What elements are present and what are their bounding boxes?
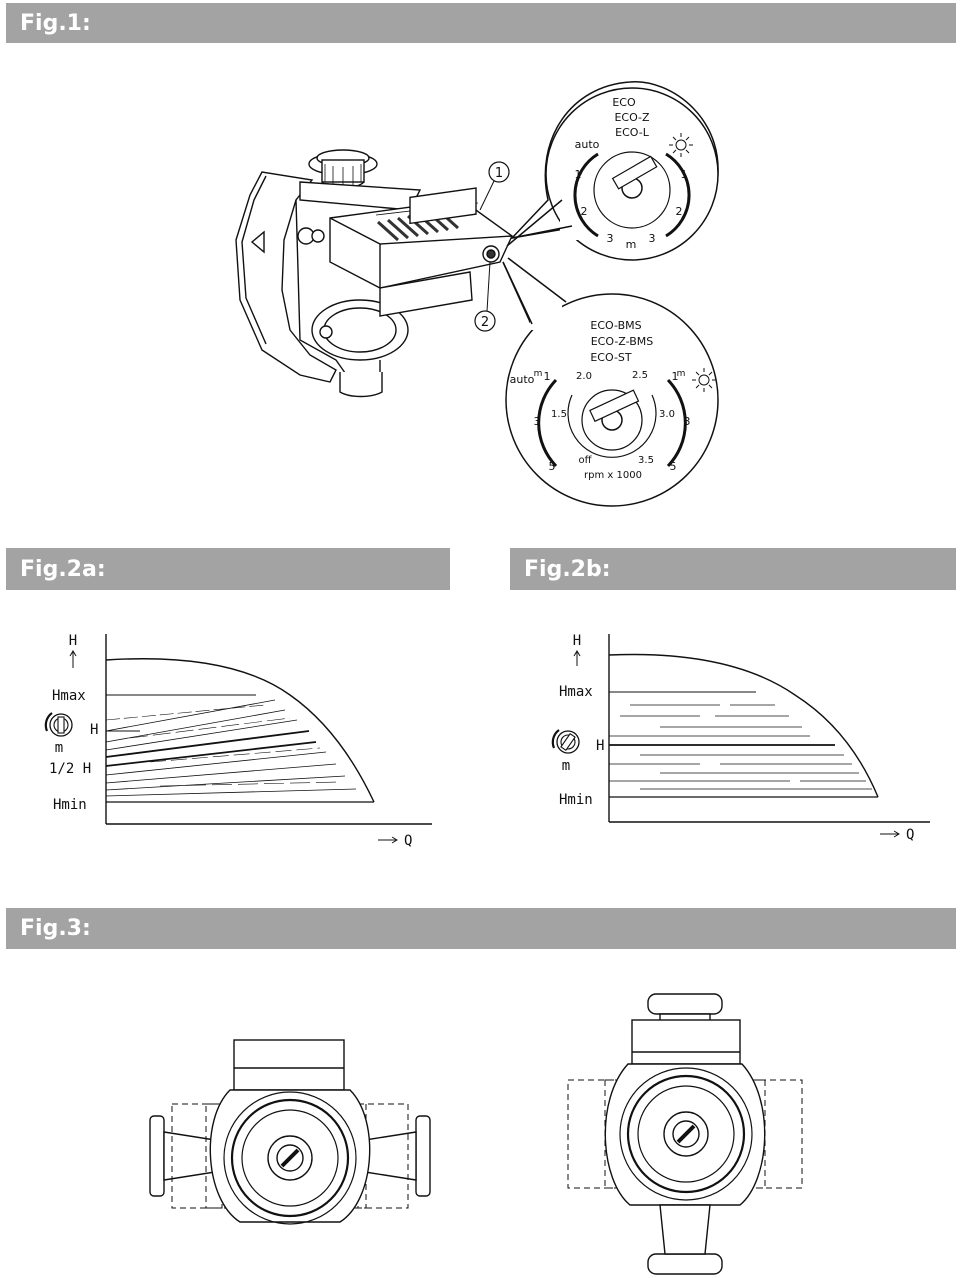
outer-right-3: 3 — [684, 415, 691, 428]
fig2a-title: Fig.2a: — [20, 556, 106, 582]
fig2b-hmax: Hmax — [559, 684, 593, 700]
sun-icon — [669, 133, 693, 157]
m-right: m — [677, 369, 686, 379]
top-left-3: 3 — [607, 232, 614, 245]
outer-left-3: 3 — [534, 415, 541, 428]
fig2a-half-h: 1/2 H — [49, 761, 91, 777]
fig1-banner: Fig.1: — [6, 3, 956, 43]
top-right-3: 3 — [649, 232, 656, 245]
pump-vertical — [567, 993, 803, 1275]
fig2a-hset: H — [90, 722, 98, 738]
top-left-1: 1 — [575, 168, 582, 181]
top-right-1: 1 — [681, 168, 688, 181]
top-left-2: 2 — [581, 205, 588, 218]
dial-top-auto: auto — [575, 138, 600, 151]
fig2b-title: Fig.2b: — [524, 556, 611, 582]
mode-eco: ECO — [612, 96, 636, 109]
rpm-3-5: 3.5 — [638, 455, 654, 466]
rpm-1-5: 1.5 — [551, 409, 567, 420]
outer-right-5: 5 — [670, 460, 677, 473]
fig2a-hmin: Hmin — [53, 797, 87, 813]
mode-eco-bms: ECO-BMS — [590, 319, 641, 332]
callout-1: 1 — [479, 161, 510, 211]
pump-horizontal — [149, 1039, 431, 1225]
dial-bottom: ECO-BMS ECO-Z-BMS ECO-ST auto m m 1 3 5 … — [502, 257, 719, 507]
fig2b-banner: Fig.2b: — [510, 548, 956, 590]
svg-text:1: 1 — [495, 166, 503, 181]
m-left: m — [534, 369, 543, 379]
sun-icon — [692, 368, 716, 392]
fig2a-h-axis: H — [69, 633, 77, 649]
knob-icon — [551, 729, 580, 754]
fig2a-banner: Fig.2a: — [6, 548, 450, 590]
rpm-3-0: 3.0 — [659, 409, 675, 420]
mode-eco-l: ECO-L — [615, 126, 650, 139]
rpm-2-0: 2.0 — [576, 371, 592, 382]
svg-text:2: 2 — [481, 315, 489, 330]
dial-bottom-auto: auto — [510, 373, 535, 386]
fig2b-hset: H — [596, 738, 604, 754]
outer-right-1: 1 — [672, 370, 679, 383]
pump-drawing — [235, 149, 513, 398]
fig2a-q-axis: Q — [404, 833, 412, 849]
mode-eco-z: ECO-Z — [614, 111, 650, 124]
fig2b-h-axis: H — [573, 633, 581, 649]
mode-eco-st: ECO-ST — [590, 351, 632, 364]
fig2b-m: m — [562, 758, 570, 774]
outer-left-1: 1 — [544, 370, 551, 383]
rpm-off: off — [578, 455, 592, 466]
fig1-title: Fig.1: — [20, 10, 91, 36]
callout-2: 2 — [474, 261, 496, 332]
top-right-2: 2 — [676, 205, 683, 218]
fig2a-m: m — [55, 740, 63, 756]
outer-left-5: 5 — [549, 460, 556, 473]
fig2b-q-axis: Q — [906, 827, 914, 843]
fig1-illustration: 1 2 ECO ECO-Z ECO-L auto 1 2 — [235, 81, 719, 507]
mode-eco-z-bms: ECO-Z-BMS — [591, 335, 654, 348]
rpm-unit: rpm x 1000 — [584, 470, 642, 481]
fig3-banner: Fig.3: — [6, 908, 956, 949]
fig2b-hmin: Hmin — [559, 792, 593, 808]
dial-top: ECO ECO-Z ECO-L auto 1 2 3 1 2 3 m — [506, 81, 719, 261]
knob-icon — [44, 712, 73, 737]
top-m: m — [626, 238, 637, 251]
rpm-2-5: 2.5 — [632, 370, 648, 381]
fig3-title: Fig.3: — [20, 916, 91, 941]
fig2a-hmax: Hmax — [52, 688, 86, 704]
